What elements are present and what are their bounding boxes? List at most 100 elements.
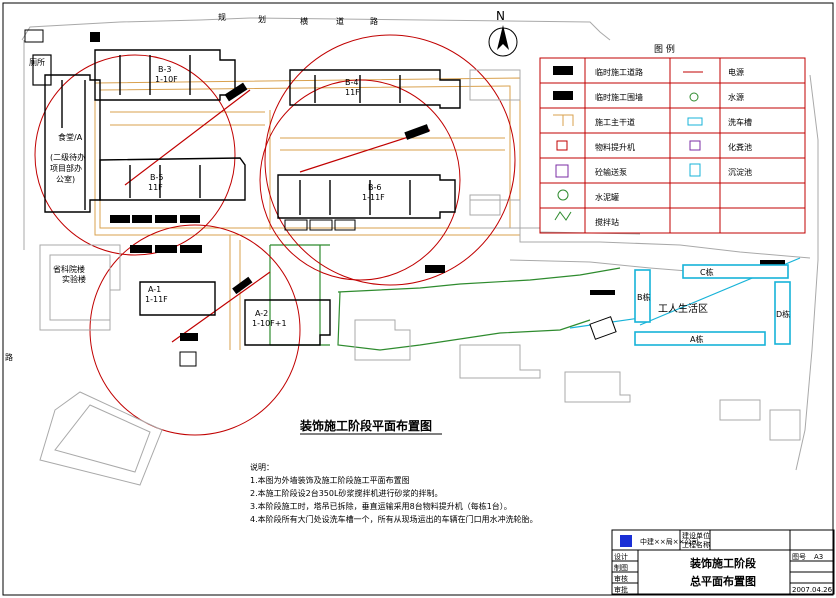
toilet-block <box>32 54 52 86</box>
note-2: 2.本施工阶段设2台350L砂浆搅拌机进行砂浆的拌制。 <box>250 488 442 498</box>
office-label-2: (二级待办 <box>50 152 85 162</box>
building-b5-walls <box>129 165 201 198</box>
tb-approved: 审批 <box>614 585 628 594</box>
block-d-label: D栋 <box>776 309 790 319</box>
site-boundary-top <box>21 17 611 41</box>
legend-item-5: 砼输送泵 <box>595 167 627 177</box>
building-a1 <box>139 281 216 316</box>
building-b5 <box>99 157 246 201</box>
legend-item-11: 化粪池 <box>728 142 752 152</box>
note-4: 4.本阶段所有大门处设洗车槽一个，所有从现场运出的车辆在门口用水冲洗轮胎。 <box>250 514 538 524</box>
storage-yards <box>90 32 785 341</box>
a2-label: A-2 <box>255 309 268 318</box>
b4-label: B-4 <box>345 78 358 87</box>
b3-label: B-3 <box>158 65 171 74</box>
existing-buildings <box>39 69 801 486</box>
crane-radius-1 <box>34 54 236 256</box>
building-a2 <box>244 299 331 346</box>
tb-date: 2007.04.26 <box>792 586 833 594</box>
a2-floors: 1-10F+1 <box>252 319 287 328</box>
b6-label: B-6 <box>368 183 381 192</box>
east-road-a <box>470 199 811 259</box>
legend-item-7: 搅拌站 <box>595 217 619 227</box>
legend-title: 图 例 <box>654 43 675 55</box>
north-arrow-icon <box>488 25 518 57</box>
a1-label: A-1 <box>148 285 161 294</box>
block-a-label: A栋 <box>690 334 703 344</box>
crane-radius-3 <box>89 224 301 436</box>
east-road-c <box>509 259 701 273</box>
crane-radius-2 <box>264 34 516 286</box>
tb-title-2: 总平面布置图 <box>690 574 756 588</box>
main-gate <box>179 351 197 367</box>
legend-item-2: 临时施工围墙 <box>595 92 643 102</box>
legend-item-9: 水源 <box>728 92 744 102</box>
building-b6 <box>277 174 456 219</box>
tb-drawing-no: A3 <box>814 553 823 561</box>
b4-floors: 11F <box>345 88 360 97</box>
legend-item-12: 沉淀池 <box>728 167 752 177</box>
drawing-title: 装饰施工阶段平面布置图 <box>299 418 432 433</box>
road-aisles <box>110 111 505 151</box>
tb-drawing-no-label: 图号 <box>792 553 806 561</box>
road-south <box>229 235 241 350</box>
legend-item-3: 施工主干道 <box>595 117 635 127</box>
office-label-1: 食堂/A <box>58 132 83 142</box>
road-loop-outer <box>94 77 521 236</box>
legend-item-8: 电源 <box>728 67 744 77</box>
road-name-5: 路 <box>370 16 378 26</box>
road-label-left: 路 <box>5 352 13 362</box>
tb-drawn: 制图 <box>614 563 628 572</box>
north-label: N <box>496 9 505 23</box>
road-name-2: 划 <box>258 14 266 24</box>
legend-item-10: 洗车槽 <box>728 117 752 127</box>
site-boundary-right <box>795 74 819 471</box>
legend-item-4: 物料提升机 <box>595 142 635 152</box>
building-b3 <box>94 49 236 101</box>
legend-item-6: 水泥罐 <box>595 192 619 202</box>
gate-house <box>24 29 44 43</box>
office-building-inner <box>61 80 86 210</box>
office-building <box>44 74 101 213</box>
road-name-4: 道 <box>336 16 344 26</box>
notes-heading: 说明： <box>250 462 274 472</box>
legend-symbols <box>553 66 703 221</box>
tb-title-1: 装饰施工阶段 <box>689 556 756 570</box>
title-block <box>611 529 835 595</box>
tb-project-name: 工程名称 <box>682 540 710 549</box>
green-fence-a <box>337 291 591 351</box>
block-c-label: C栋 <box>700 267 714 277</box>
road-name-1: 规 <box>218 12 226 22</box>
a1-floors: 1-11F <box>145 295 168 304</box>
tb-design-unit: 建设单位 <box>682 531 710 540</box>
building-b4 <box>289 69 461 109</box>
legend-table <box>539 57 806 234</box>
tb-designed: 设计 <box>614 552 628 561</box>
company-logo <box>620 535 632 547</box>
road-name-3: 横 <box>300 16 308 26</box>
worker-area-label: 工人生活区 <box>658 302 708 315</box>
office-label-4: 公室) <box>56 174 75 184</box>
road-name: 规 划 横 道 路 <box>218 12 378 26</box>
b6-floors: 1-11F <box>362 193 385 202</box>
legend-item-1: 临时施工道路 <box>595 67 643 77</box>
building-b6-walls <box>299 180 411 215</box>
b3-floors: 1-10F <box>155 75 178 84</box>
b5-label: B-5 <box>150 173 163 182</box>
building-b3-walls <box>119 55 191 95</box>
company-name: 中建××局××公司 <box>640 537 698 546</box>
green-fence-b <box>337 267 621 293</box>
block-b-label: B栋 <box>637 292 651 302</box>
office-label-3: 项目部办 <box>50 163 82 173</box>
b5-floors: 11F <box>148 183 163 192</box>
tb-checked: 审核 <box>614 574 628 583</box>
note-1: 1.本图为外墙装饰及施工阶段施工平面布置图 <box>250 475 410 485</box>
note-3: 3.本阶段施工时，塔吊已拆除，垂直运输采用8台物料提升机（每栋1台）。 <box>250 501 512 511</box>
building-b4-walls <box>314 75 401 103</box>
existing-building-label-2: 实验楼 <box>62 274 86 284</box>
toilet-label: 厕所 <box>29 57 45 67</box>
existing-building-label-1: 省科院楼 <box>53 264 85 274</box>
